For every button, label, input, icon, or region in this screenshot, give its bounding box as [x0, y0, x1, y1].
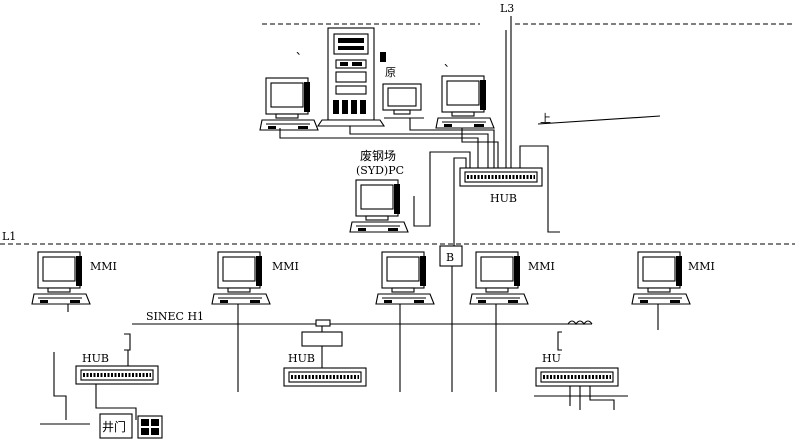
server-rack	[316, 27, 386, 127]
mmi-label-2: MMI	[272, 260, 299, 273]
box-b: B	[439, 245, 463, 267]
hub-top-label: HUB	[490, 192, 517, 205]
hub-right-label: HU	[542, 352, 561, 365]
level-l1-label: L1	[2, 230, 16, 243]
svg-text:HUB: HUB	[82, 352, 109, 365]
svg-text:、: 、	[296, 44, 307, 57]
svg-text:上: 上	[540, 112, 551, 125]
mmi-label-4: MMI	[688, 260, 715, 273]
level-l3-label: L3	[500, 2, 514, 15]
mmi-workstation-4: MMI	[631, 251, 715, 305]
hub-top: HUB	[458, 166, 544, 205]
mmi-workstation-3: MMI	[469, 251, 555, 305]
syd-pc-label: (SYD)PC	[356, 164, 404, 177]
scrap-yard-pc: 废钢场 (SYD)PC	[349, 148, 409, 233]
well-gate-device: 井门	[99, 413, 163, 439]
printer-terminal: 原	[380, 52, 424, 119]
workstation-center	[375, 251, 435, 305]
hub-middle-label: HUB	[288, 352, 315, 365]
top-left-workstation: 、	[259, 44, 319, 131]
mmi-label-3: MMI	[528, 260, 555, 273]
scrap-yard-label: 废钢场	[360, 148, 396, 163]
mmi-label-1: MMI	[90, 260, 117, 273]
svg-text:原: 原	[385, 66, 396, 79]
mmi-workstation-2: MMI	[211, 251, 299, 305]
well-gate-label: 井门	[102, 419, 126, 434]
top-right-workstation: 、	[435, 56, 495, 129]
hub-middle: HUB	[282, 352, 368, 388]
sinec-label: SINEC H1	[146, 310, 204, 323]
hub-right: HU	[534, 352, 620, 388]
hub-left: HUB	[74, 352, 160, 386]
mmi-workstation-1: MMI	[31, 251, 117, 305]
svg-text:、: 、	[444, 56, 455, 69]
box-b-label: B	[446, 251, 454, 264]
